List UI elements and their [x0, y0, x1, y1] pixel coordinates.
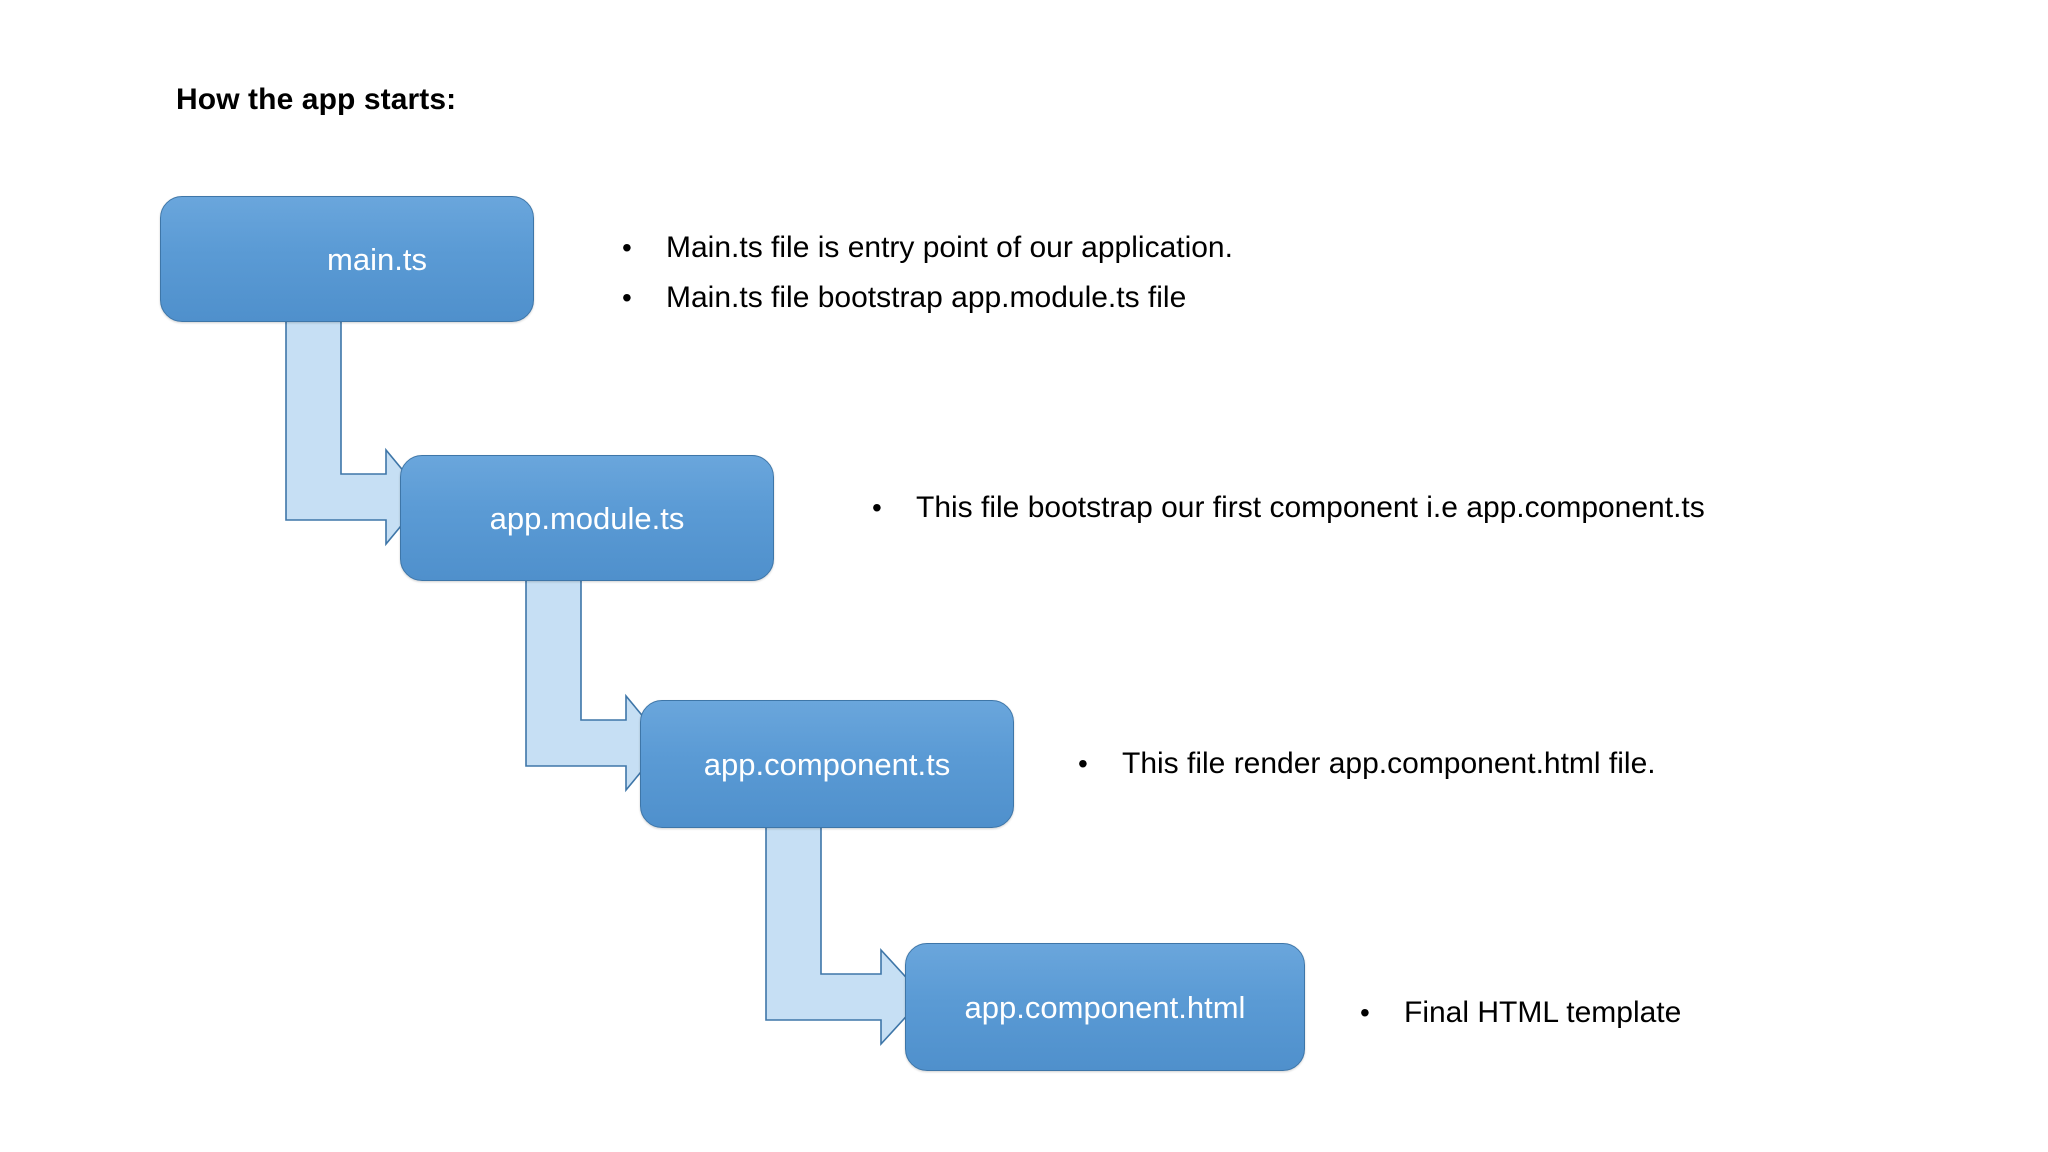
- list-item: • This file bootstrap our first componen…: [872, 490, 1705, 525]
- list-item: • Main.ts file bootstrap app.module.ts f…: [622, 280, 1233, 315]
- list-item: • This file render app.component.html fi…: [1078, 746, 1656, 781]
- bullet-icon: •: [872, 492, 882, 523]
- list-item: • Main.ts file is entry point of our app…: [622, 230, 1233, 265]
- flow-node-label: app.module.ts: [489, 500, 685, 536]
- bullet-icon: •: [1078, 748, 1088, 779]
- flow-node-label: main.ts: [327, 241, 427, 277]
- list-item: • Final HTML template: [1360, 995, 1681, 1030]
- flow-node-app-component-html[interactable]: app.component.html: [905, 943, 1305, 1071]
- flow-node-app-module-ts[interactable]: app.module.ts: [400, 455, 774, 581]
- bullet-icon: •: [1360, 997, 1370, 1028]
- bullet-icon: •: [622, 282, 632, 314]
- flow-node-app-component-ts[interactable]: app.component.ts: [640, 700, 1014, 828]
- notes-app-component-html: • Final HTML template: [1360, 995, 1681, 1030]
- connector-component-to-html: [765, 825, 926, 1047]
- notes-main-ts: • Main.ts file is entry point of our app…: [622, 230, 1233, 316]
- list-item-text: Main.ts file is entry point of our appli…: [666, 231, 1233, 264]
- flow-node-main-ts[interactable]: main.ts: [160, 196, 534, 322]
- list-item-text: This file bootstrap our first component …: [916, 491, 1705, 524]
- list-item-text: Main.ts file bootstrap app.module.ts fil…: [666, 281, 1187, 315]
- list-item-text: Final HTML template: [1404, 996, 1682, 1029]
- notes-app-module-ts: • This file bootstrap our first componen…: [872, 490, 1705, 525]
- flow-node-label: app.component.html: [964, 989, 1246, 1025]
- list-item-text: This file render app.component.html file…: [1122, 747, 1656, 780]
- page-title: How the app starts:: [176, 83, 457, 116]
- flow-node-label: app.component.ts: [703, 746, 951, 782]
- bullet-icon: •: [622, 232, 632, 263]
- notes-app-component-ts: • This file render app.component.html fi…: [1078, 746, 1656, 781]
